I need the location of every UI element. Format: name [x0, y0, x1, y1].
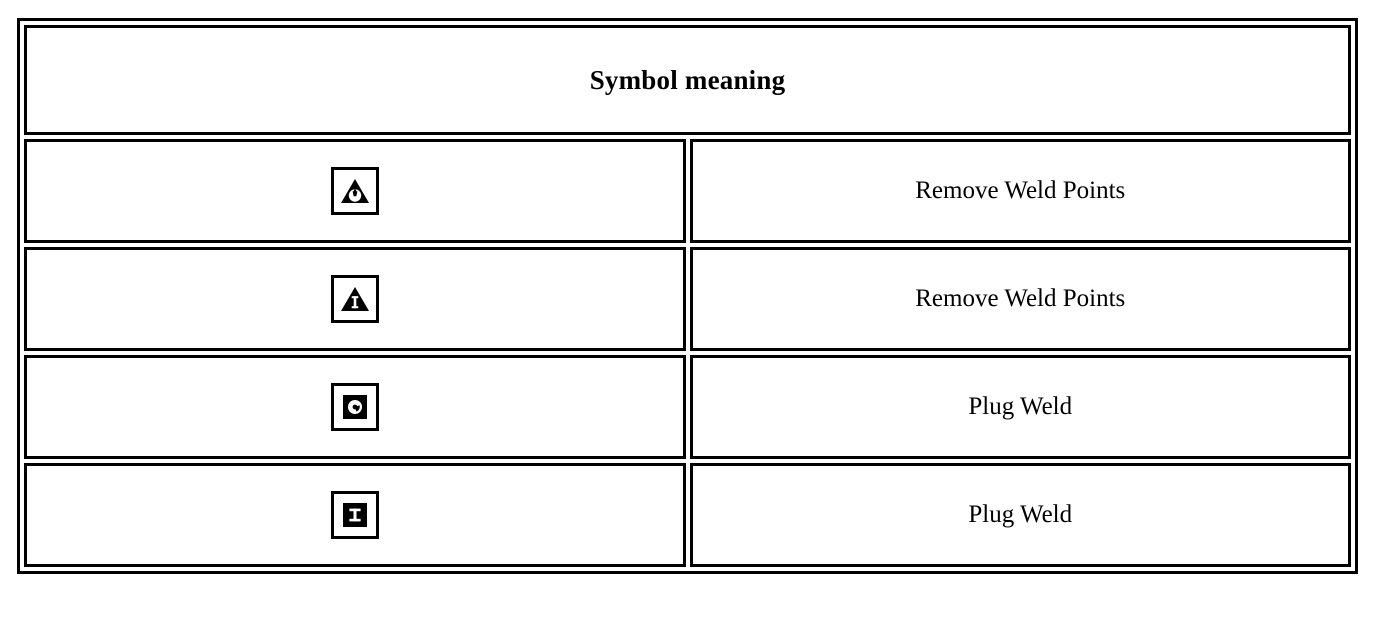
square-with-circle-icon — [330, 383, 379, 431]
square-with-i-beam-icon — [330, 491, 379, 539]
meaning-label: Plug Weld — [968, 393, 1073, 420]
table-row: Remove Weld Points — [24, 139, 1351, 243]
meaning-label: Plug Weld — [968, 501, 1073, 528]
meaning-label: Remove Weld Points — [915, 177, 1126, 204]
page-title: Symbol meaning — [589, 64, 786, 95]
table-row: Plug Weld — [24, 355, 1351, 459]
symbol-cell — [24, 355, 686, 459]
triangle-with-i-beam-icon — [330, 275, 379, 323]
meaning-cell: Plug Weld — [689, 463, 1351, 567]
symbol-cell — [24, 247, 686, 351]
meaning-cell: Plug Weld — [689, 355, 1351, 459]
symbol-cell — [24, 139, 686, 243]
table-row: Remove Weld Points — [24, 247, 1351, 351]
symbol-cell — [24, 463, 686, 567]
meaning-cell: Remove Weld Points — [689, 139, 1351, 243]
table-row: Plug Weld — [24, 463, 1351, 567]
table-header-row: Symbol meaning — [24, 25, 1351, 135]
symbol-meaning-table: Symbol meaning Remove Weld Poin — [17, 18, 1358, 574]
table-title-cell: Symbol meaning — [24, 25, 1351, 135]
meaning-label: Remove Weld Points — [915, 285, 1126, 312]
meaning-cell: Remove Weld Points — [689, 247, 1351, 351]
triangle-with-circle-icon — [330, 167, 379, 215]
